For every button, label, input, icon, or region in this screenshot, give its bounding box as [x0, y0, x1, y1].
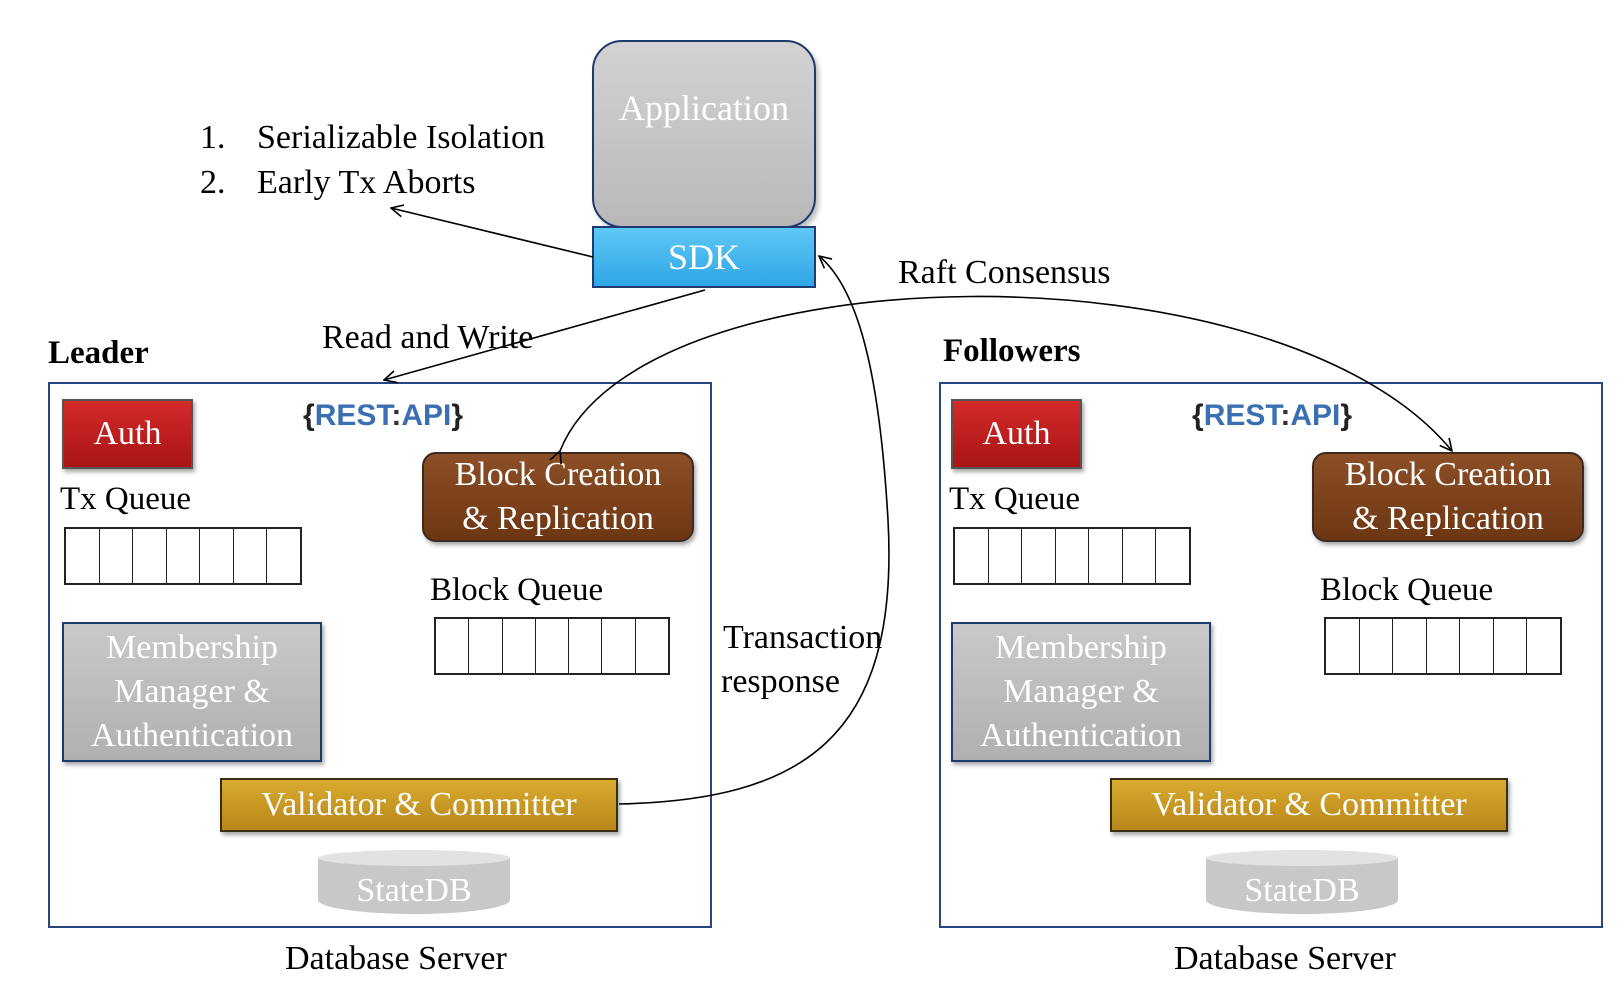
read-write-label: Read and Write: [322, 319, 533, 356]
rest-keyword: REST: [314, 399, 392, 432]
followers-membership-box: Membership Manager & Authentication: [951, 622, 1211, 762]
tx-response-label-line1: Transaction: [723, 619, 882, 656]
block-creation-line2: & Replication: [1352, 500, 1544, 537]
application-box: Application: [592, 40, 816, 228]
arrow-sdk-to-guarantees: [391, 208, 594, 258]
membership-line3: Authentication: [90, 717, 294, 754]
list-text: Serializable Isolation: [257, 118, 545, 156]
guarantees-list: 1. Serializable Isolation 2. Early Tx Ab…: [200, 115, 545, 205]
raft-consensus-label: Raft Consensus: [898, 254, 1111, 291]
leader-block-queue: [434, 617, 670, 675]
validator-label: Validator & Committer: [1151, 786, 1467, 823]
validator-label: Validator & Committer: [261, 786, 577, 823]
leader-rest-api-logo: {REST:API}: [303, 401, 463, 431]
auth-label: Auth: [93, 415, 162, 452]
leader-membership-box: Membership Manager & Authentication: [62, 622, 322, 762]
list-item: 2. Early Tx Aborts: [200, 160, 545, 205]
leader-statedb-cylinder: StateDB: [318, 850, 510, 922]
list-text: Early Tx Aborts: [257, 163, 476, 201]
statedb-label: StateDB: [356, 872, 472, 909]
application-label: Application: [619, 88, 789, 128]
list-number: 1.: [200, 118, 226, 156]
brace-open: {: [1192, 399, 1204, 432]
brace-close: }: [1340, 399, 1353, 432]
leader-block-queue-label: Block Queue: [430, 572, 604, 608]
brace-open: {: [303, 399, 315, 432]
leader-block-creation-box: Block Creation & Replication: [422, 452, 694, 542]
leader-caption: Database Server: [285, 940, 507, 977]
followers-heading: Followers: [943, 333, 1081, 369]
list-item: 1. Serializable Isolation: [200, 115, 545, 160]
sdk-label: SDK: [667, 237, 741, 277]
followers-statedb-cylinder: StateDB: [1206, 850, 1398, 922]
brace-close: }: [451, 399, 464, 432]
membership-line2: Manager &: [114, 673, 270, 710]
followers-caption: Database Server: [1174, 940, 1396, 977]
followers-block-queue: [1324, 617, 1562, 675]
followers-tx-queue-label: Tx Queue: [949, 481, 1081, 517]
leader-tx-queue: [64, 527, 302, 585]
followers-block-queue-label: Block Queue: [1320, 572, 1494, 608]
followers-rest-api-logo: {REST:API}: [1192, 401, 1352, 431]
leader-auth-box: Auth: [62, 399, 193, 469]
list-number: 2.: [200, 163, 226, 201]
api-keyword: API: [1290, 399, 1341, 432]
membership-line1: Membership: [995, 629, 1167, 666]
membership-line3: Authentication: [979, 717, 1183, 754]
tx-response-label-line2: response: [721, 663, 840, 700]
api-keyword: API: [401, 399, 452, 432]
sdk-box: SDK: [592, 226, 816, 288]
arrow-read-write: [384, 289, 706, 380]
statedb-label: StateDB: [1244, 872, 1360, 909]
followers-block-creation-box: Block Creation & Replication: [1312, 452, 1584, 542]
membership-line1: Membership: [106, 629, 278, 666]
leader-tx-queue-label: Tx Queue: [60, 481, 192, 517]
followers-validator-box: Validator & Committer: [1110, 778, 1508, 832]
colon: :: [391, 399, 402, 432]
rest-keyword: REST: [1203, 399, 1281, 432]
followers-tx-queue: [953, 527, 1191, 585]
block-creation-line1: Block Creation: [1344, 456, 1552, 493]
auth-label: Auth: [982, 415, 1051, 452]
leader-validator-box: Validator & Committer: [220, 778, 618, 832]
block-creation-line2: & Replication: [462, 500, 654, 537]
membership-line2: Manager &: [1003, 673, 1159, 710]
followers-auth-box: Auth: [951, 399, 1082, 469]
colon: :: [1280, 399, 1291, 432]
leader-heading: Leader: [48, 335, 149, 371]
block-creation-line1: Block Creation: [454, 456, 662, 493]
